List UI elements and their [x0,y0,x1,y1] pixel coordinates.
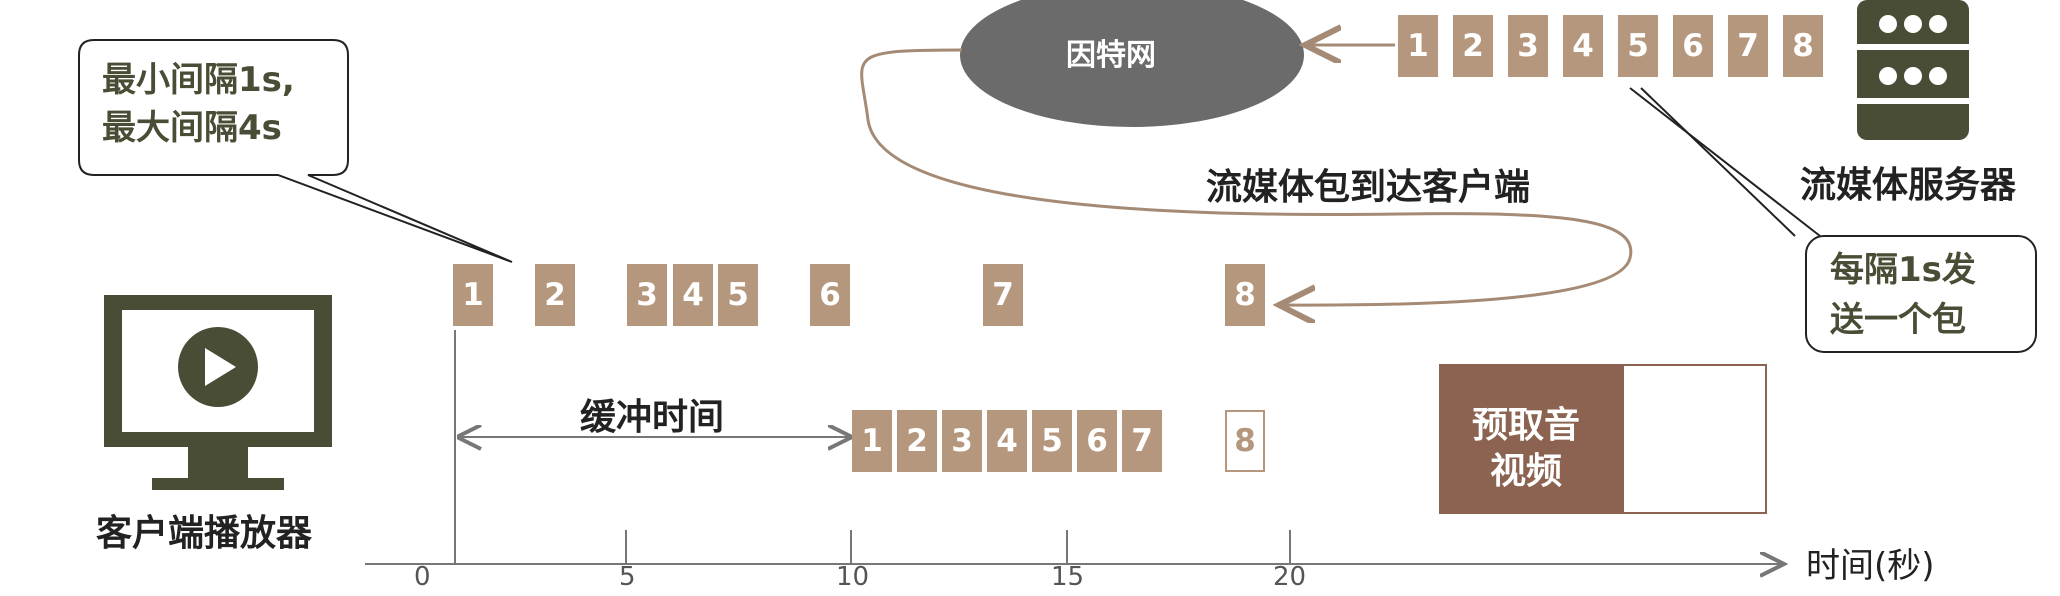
playback-packet: 4 [987,410,1027,472]
playback-packet: 3 [942,410,982,472]
callout-left-line1: 最小间隔1s, [102,60,295,100]
playback-packet: 2 [897,410,937,472]
server-packet: 3 [1508,15,1548,77]
server-packet: 6 [1673,15,1713,77]
arrival-packet: 7 [983,264,1023,326]
playback-packet: 1 [852,410,892,472]
server-label: 流媒体服务器 [1800,165,2017,206]
axis-tick-label-15: 15 [1051,562,1085,592]
right-callout-tail-2 [1629,87,1821,237]
arrival-packet: 3 [627,264,667,326]
prefetch-fill [1440,365,1624,513]
right-callout-tail [1640,87,1796,237]
prefetch-label-line1: 预取音 [1472,405,1581,446]
server-packet: 1 [1398,15,1438,77]
arrival-packet: 2 [535,264,575,326]
playback-packet: 5 [1032,410,1072,472]
axis-tick-label-20: 20 [1273,562,1307,592]
server-packet: 5 [1618,15,1658,77]
callout-right-line1: 每隔1s发 [1830,250,1976,290]
internet-to-client-route [860,48,1633,305]
playback-packet: 7 [1122,410,1162,472]
callout-left-bubble [78,39,513,263]
callout-right-line2: 送一个包 [1830,300,1966,340]
arrival-packet: 6 [810,264,850,326]
server-packet: 7 [1728,15,1768,77]
internet-label: 因特网 [1066,38,1156,73]
pending-packet: 8 [1225,410,1265,472]
server-packet: 4 [1563,15,1603,77]
player-label: 客户端播放器 [96,513,313,554]
arrive-label: 流媒体包到达客户端 [1206,167,1531,208]
axis-tick-label-5: 5 [619,562,636,592]
prefetch-label-line2: 视频 [1490,451,1563,492]
playback-packet: 6 [1077,410,1117,472]
arrival-packet: 8 [1225,264,1265,326]
internet-cloud [960,0,1304,127]
callout-left-line2: 最大间隔4s [102,108,282,148]
monitor-icon [104,295,332,490]
arrival-packet: 4 [673,264,713,326]
server-packet: 2 [1453,15,1493,77]
axis-tick-label-0: 0 [414,562,431,592]
axis-tick-label-10: 10 [836,562,870,592]
arrival-packet: 5 [718,264,758,326]
server-packet: 8 [1783,15,1823,77]
server-icon [1857,0,1969,140]
arrival-packet: 1 [453,264,493,326]
axis-label: 时间(秒) [1806,546,1935,586]
buffer-label: 缓冲时间 [580,397,725,438]
right-callout-box-visible [1805,235,2037,353]
